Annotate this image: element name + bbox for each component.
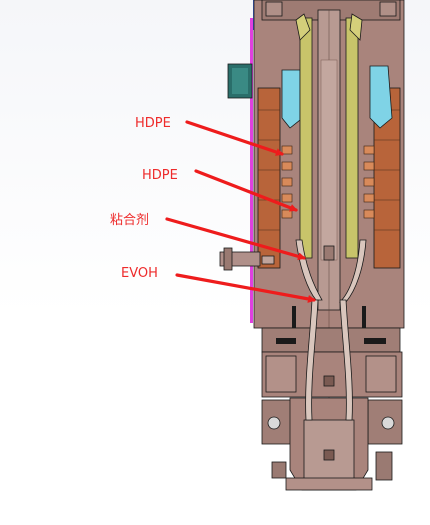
right-olive-sleeve [345,17,359,259]
left-heater-band [257,87,281,269]
arrow-evoh [175,273,316,303]
annotation-arrows [165,120,316,303]
arrow-hdpe-outer [185,120,284,156]
die-cross-section [219,0,405,491]
arrow-adhesive [165,217,306,261]
label-adhesive: 粘合剂 [110,213,149,228]
arrow-hdpe-inner [194,169,298,212]
right-cyan-channel [369,65,393,129]
label-hdpe-outer: HDPE [135,116,171,131]
outer-sleeve-line [250,18,253,323]
left-olive-sleeve [299,17,313,259]
right-spiral-grooves [363,145,375,219]
annotation-labels: HDPE HDPE 粘合剂 EVOH [110,116,178,281]
left-cyan-channel [281,69,301,129]
label-hdpe-inner: HDPE [142,168,178,183]
label-evoh: EVOH [121,266,158,281]
